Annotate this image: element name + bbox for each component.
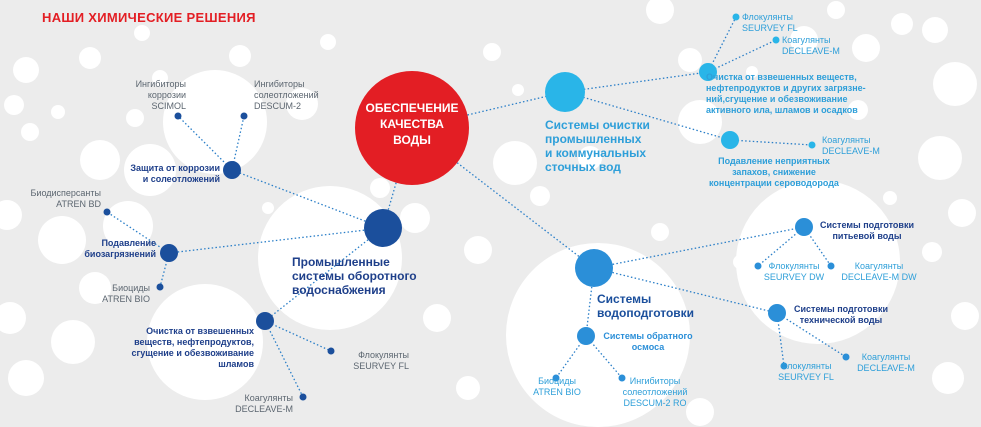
recycling-subnodes: [160, 161, 274, 330]
technical-label: Системы подготовки технической воды: [794, 304, 888, 325]
wastewater-cleaning-label: Очистка от взвешенных веществ, нефтепрод…: [706, 72, 866, 115]
water-treatment-leaf-dots: [552, 262, 850, 382]
water-treatment-subnodes: [577, 218, 813, 345]
wastewater-label: Системы очистки промышленных и коммуналь…: [545, 118, 650, 174]
wastewater-coagulants-label: Коагулянты DECLEAVE-M: [782, 35, 840, 56]
ro-biocides-label: Биоциды ATREN BIO: [533, 376, 581, 397]
odor-label: Подавление неприятных запахов, снижение …: [709, 156, 839, 188]
inhibitors-scale-label: Ингибиторы солеотложений DESCUM-2: [254, 79, 319, 111]
drinking-flocculants-label: Флокулянты SEURVEY DW: [763, 261, 825, 282]
recycling-cleaning-label: Очистка от взвешенных веществ, нефтепрод…: [131, 326, 254, 369]
water-treatment-label: Системы водоподготовки: [597, 292, 695, 320]
center-node: [355, 71, 469, 185]
center-label: ОБЕСПЕЧЕНИЕ КАЧЕСТВА ВОДЫ: [365, 101, 459, 147]
technical-coagulants-label: Коагулянты DECLEAVE-M: [857, 352, 915, 373]
recycling-label: Промышленные системы оборотного водоснаб…: [292, 255, 417, 297]
reverse-osmosis-label: Системы обратного осмоса: [603, 331, 693, 352]
biodispersants-label: Биодисперсанты ATREN BD: [30, 188, 101, 209]
recycling-coagulants-label: Коагулянты DECLEAVE-M: [235, 393, 293, 414]
water-treatment-node: [575, 249, 613, 287]
corrosion-label: Защита от коррозии и солеотложений: [130, 163, 220, 184]
wastewater-leaf-dots: [732, 13, 816, 149]
biofouling-label: Подавление биозагрязнений: [84, 238, 156, 259]
wastewater-node: [545, 72, 585, 112]
biocides-label: Биоциды ATREN BIO: [102, 283, 150, 304]
wastewater-flocculants-label: Флокулянты SEURVEY FL: [742, 12, 798, 33]
technical-flocculants-label: Флокулянты SEURVEY FL: [778, 361, 834, 382]
recycling-leaf-dots: [103, 112, 335, 401]
drinking-coagulants-label: Коагулянты DECLEAVE-M DW: [841, 261, 917, 282]
inhibitors-corrosion-label: Ингибиторы коррозии SCIMOL: [135, 79, 186, 111]
recycling-flocculants-label: Флокулянты SEURVEY FL: [353, 350, 409, 371]
page-title: НАШИ ХИМИЧЕСКИЕ РЕШЕНИЯ: [42, 10, 256, 25]
drinking-label: Системы подготовки питьевой воды: [820, 220, 914, 241]
wastewater-subnodes: [699, 63, 739, 149]
ro-inhibitors-label: Ингибиторы солеотложений DESCUM-2 RO: [622, 376, 688, 408]
odor-coagulants-label: Коагулянты DECLEAVE-M: [822, 135, 880, 156]
recycling-node: [364, 209, 402, 247]
